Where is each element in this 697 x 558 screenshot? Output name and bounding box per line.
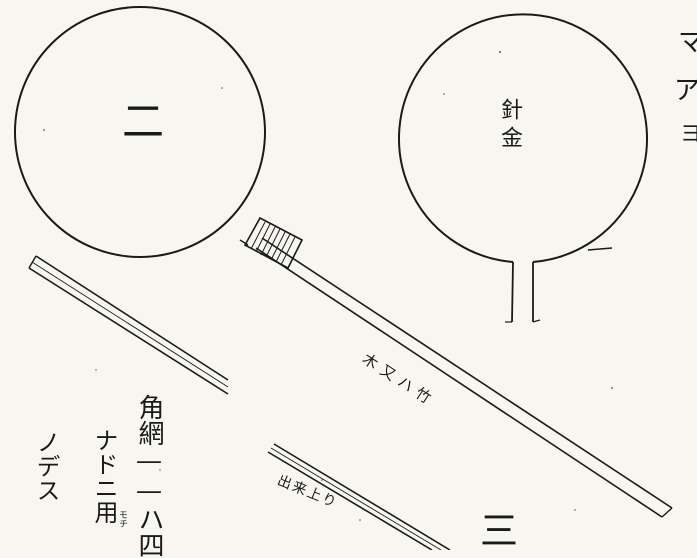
square-stick-three	[28, 255, 451, 551]
edge-text-1: マ	[678, 28, 697, 58]
label-three: 三	[480, 509, 519, 553]
edge-text-2: ア	[674, 76, 697, 106]
text-column-3: ノデス	[32, 430, 60, 502]
edge-text-3: ヨ	[680, 122, 697, 147]
text-column-1: 角網——ハ四	[134, 394, 164, 558]
wire-loop-one	[398, 13, 648, 323]
label-wire: 針金	[497, 98, 522, 154]
text-column-2: ナドニ用	[90, 428, 118, 524]
net-frame-two	[14, 6, 673, 518]
label-two: 二	[122, 97, 165, 146]
one-mark-stroke	[587, 247, 613, 251]
wire-binding	[239, 216, 304, 270]
label-one: 一	[590, 226, 591, 227]
paper-specks	[43, 51, 613, 521]
text-column-2-small: モチ	[117, 510, 127, 528]
